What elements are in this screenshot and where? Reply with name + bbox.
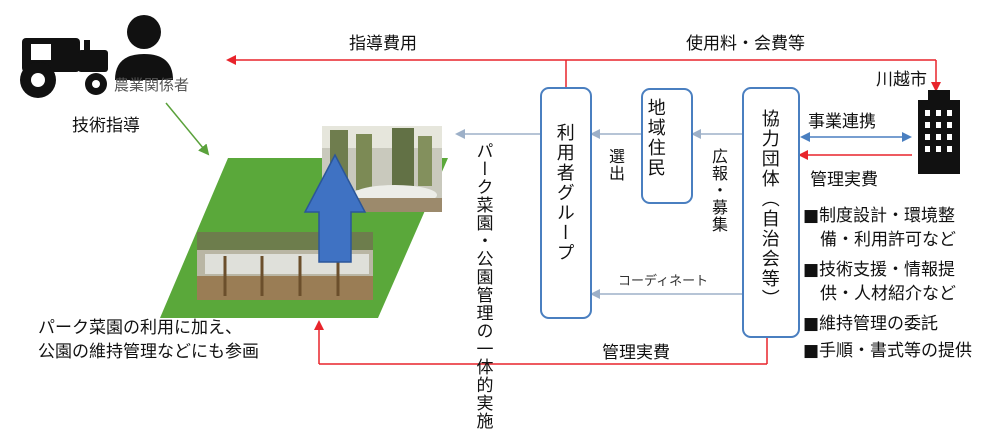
pr-recruit-label: 広報・募集 (709, 148, 728, 233)
role-line: ■維持管理の委託 (803, 314, 939, 334)
person-icon (115, 15, 173, 80)
tractor-icon (20, 38, 108, 98)
partner-org-box: 協力団体（自治会等） (742, 87, 800, 338)
residents-label: 地域住民 (644, 98, 666, 178)
technical-guidance-label: 技術指導 (72, 116, 140, 136)
city-label: 川越市 (876, 70, 927, 90)
role-line: ■手順・書式等の提供 (803, 341, 973, 361)
role-line: 供・人材紹介など (803, 284, 956, 304)
usage-fee-label: 使用料・会費等 (686, 34, 805, 54)
partner-org-label: 協力団体（自治会等） (758, 109, 780, 309)
participation-note-line: パーク菜園の利用に加え、 (38, 318, 242, 338)
user-group-label: 利用者グループ (553, 123, 575, 263)
role-line: 備・利用許可など (803, 230, 956, 250)
role-line: ■技術支援・情報提 (803, 260, 956, 280)
integrated-impl-label: パーク菜園・公園管理の一体的実施 (472, 142, 493, 430)
garden-photo-lower (197, 232, 373, 300)
residents-box: 地域住民 (641, 88, 693, 204)
user-group-box: 利用者グループ (540, 87, 592, 319)
tech-guidance-arrow (165, 102, 210, 156)
connector-layer (20, 15, 960, 365)
participation-note-line: 公園の維持管理などにも参画 (38, 342, 259, 362)
coordinate-label: コーディネート (618, 274, 709, 289)
growth-arrow (303, 153, 367, 263)
selection-label: 選出 (606, 148, 625, 182)
farm-label: 農業関係者 (114, 76, 190, 94)
bottom-cost-label: 管理実費 (602, 343, 670, 363)
collaboration-label: 事業連携 (808, 112, 876, 132)
role-line: ■制度設計・環境整 (803, 206, 956, 226)
guidance-fee-label: 指導費用 (349, 34, 417, 54)
city-cost-label: 管理実費 (810, 170, 878, 190)
building-icon (918, 90, 960, 174)
